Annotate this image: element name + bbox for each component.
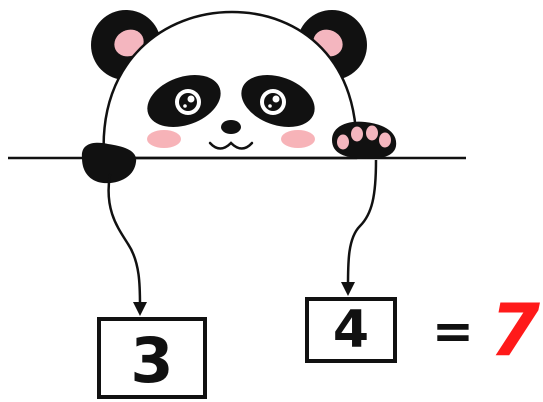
right-paw [332,121,397,159]
left-number: 3 [130,324,174,397]
right-number-box: 4 [305,297,397,363]
left-cheek-blush [147,130,181,148]
panda-nose [221,120,241,134]
equals-sign: = [432,302,474,360]
arrow-down-icon [341,159,378,296]
right-number: 4 [332,300,370,360]
right-cheek-blush [281,130,315,148]
left-number-box: 3 [97,317,207,399]
panda-icon [91,10,367,160]
panda-mouth [208,141,254,150]
right-eye [241,74,315,128]
left-paw [81,142,137,184]
result-number: 7 [490,288,541,372]
arrow-down-icon [107,173,147,316]
left-eye [147,74,221,128]
